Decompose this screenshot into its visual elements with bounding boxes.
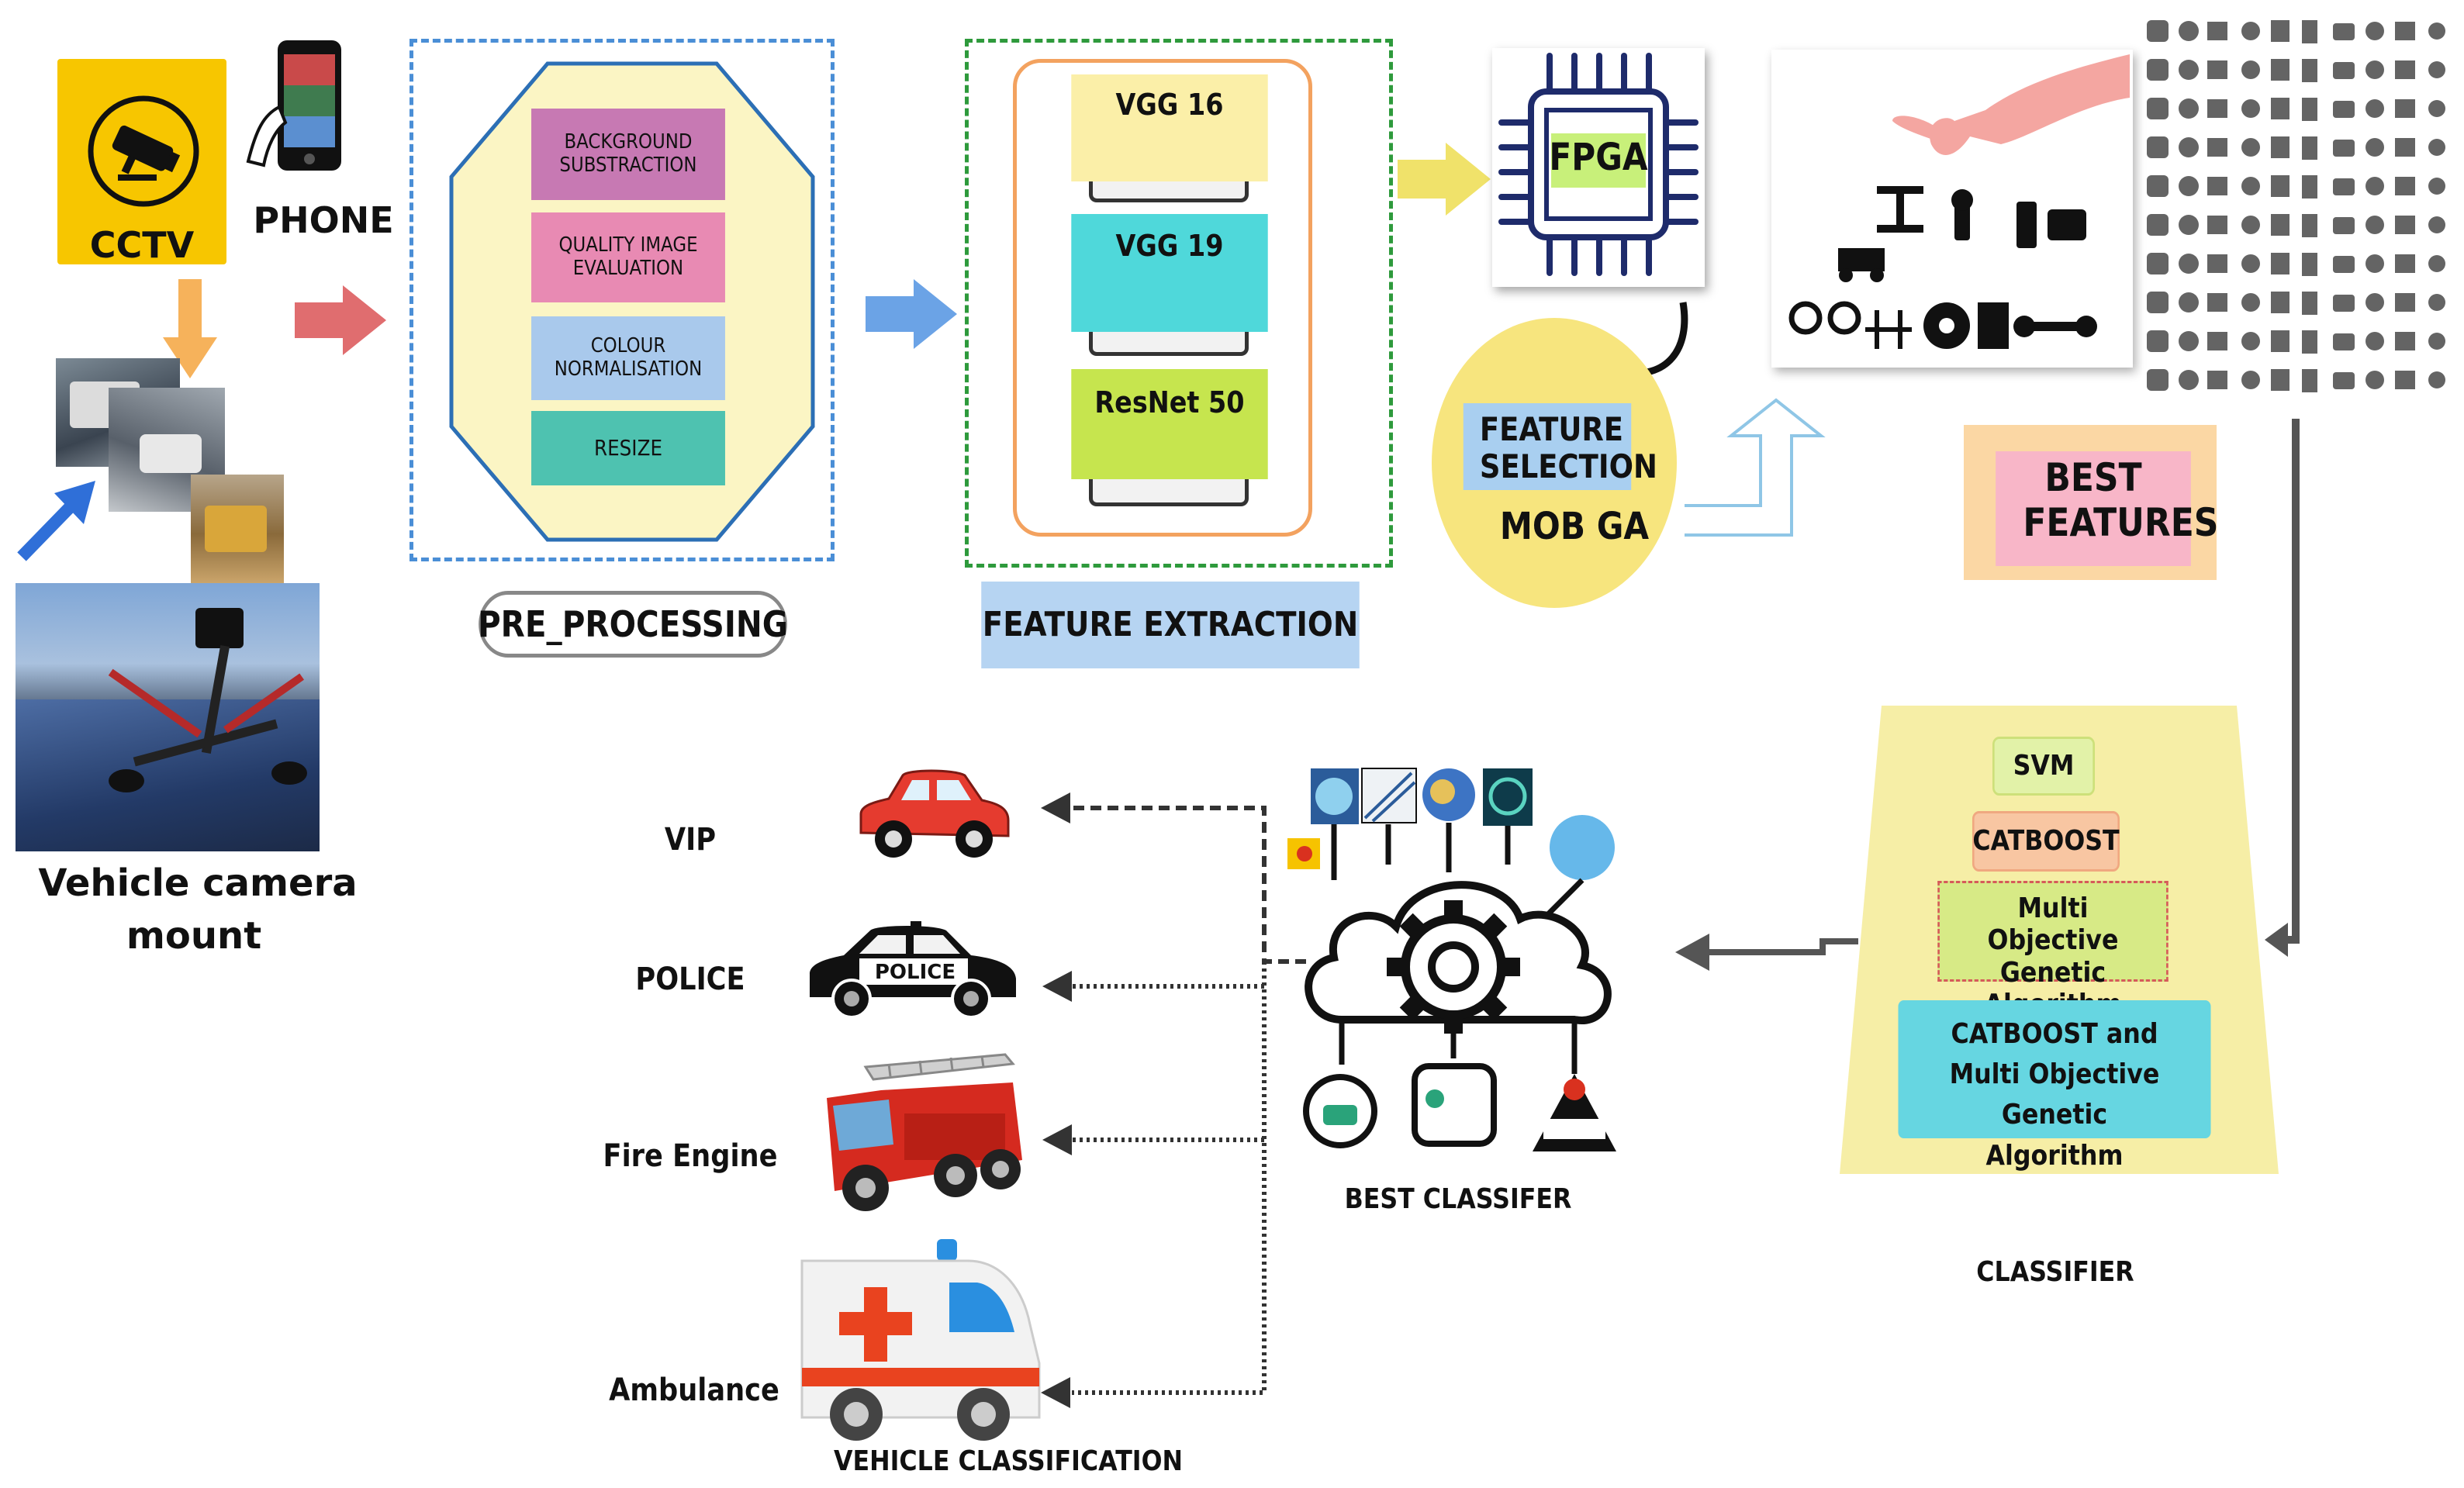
camera-mount-label-line2: mount (126, 914, 262, 958)
dashboard-icons-grid (2147, 20, 2445, 392)
hand-picking-icon (1892, 54, 2130, 155)
arrow-down-orange (163, 279, 217, 378)
preprocessing-dashed-frame (410, 39, 835, 561)
class-police-label: POLICE (635, 962, 745, 997)
classifier-catboost-moga: CATBOOST and Multi Objective Genetic Alg… (1898, 1000, 2211, 1172)
step-background-subtraction: BACKGROUND SUBSTRACTION (531, 109, 725, 200)
step-quality-image-evaluation: QUALITY IMAGE EVALUATION (531, 212, 725, 302)
feature-extraction-dashed-frame (965, 39, 1393, 568)
arrow-right-red (295, 285, 386, 355)
classifier-label: CLASSIFIER (1976, 1256, 2134, 1288)
step-colour-normalisation: COLOUR NORMALISATION (531, 316, 725, 400)
classifier-svm: SVM (1992, 737, 2095, 796)
model-resnet50: ResNet 50 (1071, 369, 1268, 479)
vip-car-icon (859, 769, 1010, 858)
chip-icon (1498, 53, 1699, 276)
classifier-catboost: CATBOOST (1972, 811, 2120, 872)
class-fire-engine-label: Fire Engine (603, 1138, 778, 1174)
police-badge-text: POLICE (874, 961, 956, 984)
phone-label: PHONE (253, 199, 394, 241)
class-vip-label: VIP (664, 822, 717, 858)
class-ambulance-label: Ambulance (609, 1372, 779, 1408)
cctv-label: CCTV (89, 224, 195, 266)
classifier-moga: Multi Objective Genetic Algorithm (1937, 881, 2169, 1020)
arrow-diagonal-blue (17, 481, 95, 561)
fire-engine-icon (827, 1053, 1022, 1211)
connector-grid-to-classifier (2265, 419, 2300, 957)
vehicle-classification-label: VEHICLE CLASSIFICATION (833, 1445, 1184, 1477)
traffic-photo-3 (191, 475, 284, 583)
best-classifier-label: BEST CLASSIFER (1344, 1183, 1572, 1215)
cctv-camera-icon (88, 95, 199, 207)
police-car-icon (810, 921, 1016, 1019)
feature-extraction-label: FEATURE EXTRACTION (981, 582, 1360, 668)
arrow-right-blue (866, 279, 957, 349)
ambulance-icon (800, 1239, 1041, 1441)
preprocessing-label: PRE_PROCESSING (478, 591, 788, 658)
arrow-up-outline (1685, 398, 1826, 537)
grid-lighten-overlay (2142, 17, 2459, 405)
step-resize: RESIZE (531, 411, 725, 485)
vehicle-parts-icons (1788, 186, 2097, 349)
feature-selection-label: FEATURE SELECTION (1463, 403, 1657, 490)
camera-mount-label-line1: Vehicle camera (38, 861, 358, 905)
model-vgg19: VGG 19 (1071, 214, 1268, 332)
camera-mount-photo (16, 583, 320, 851)
best-features-label: BEST FEATURES (1996, 451, 2218, 566)
feature-selection-method: MOB GA (1499, 505, 1650, 548)
arrow-classifier-to-best (1675, 934, 1858, 971)
arrow-right-yellow (1398, 143, 1491, 216)
cloud-gear-icon (1287, 768, 1616, 1151)
dashed-connectors (1041, 792, 1306, 1408)
fpga-label: FPGA (1549, 136, 1648, 179)
phone-icon (246, 40, 341, 171)
model-vgg16: VGG 16 (1071, 74, 1268, 181)
